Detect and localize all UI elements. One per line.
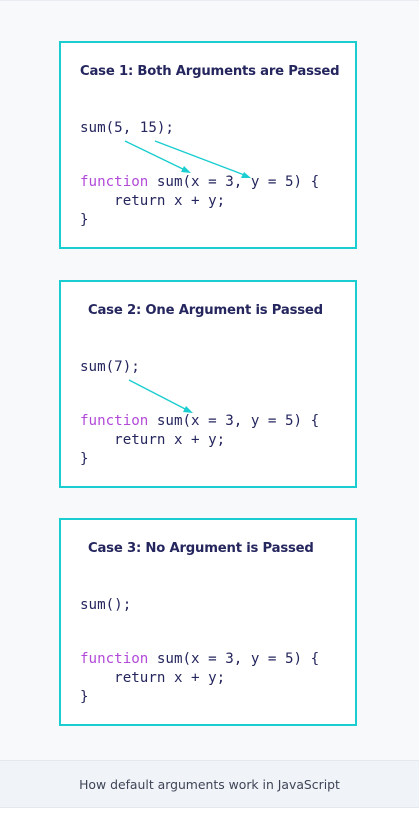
function-keyword: function [80,174,149,190]
case-1-function-code: function sum(x = 3, y = 5) { return x + … [80,173,319,230]
function-body: return x + y; [80,670,226,686]
case-3-box: Case 3: No Argument is Passed sum(); fun… [59,518,357,726]
case-2-call-code: sum(7); [80,359,140,375]
case-1-call-code: sum(5, 15); [80,120,174,136]
function-keyword: function [80,651,149,667]
case-2-function-code: function sum(x = 3, y = 5) { return x + … [80,412,319,469]
case-3-title: Case 3: No Argument is Passed [88,541,314,556]
function-signature: sum(x = 3, y = 5) { [148,174,320,190]
arrow-15-to-y [154,140,248,177]
function-body: return x + y; [80,193,226,209]
arrow-5-to-x [124,140,188,172]
function-close-brace: } [80,689,89,705]
function-close-brace: } [80,212,89,228]
case-1-box: Case 1: Both Arguments are Passed sum(5,… [59,41,357,249]
function-body: return x + y; [80,432,226,448]
case-1-title: Case 1: Both Arguments are Passed [80,64,340,79]
diagram-area: Case 1: Both Arguments are Passed sum(5,… [0,0,419,726]
case-3-call-code: sum(); [80,597,132,613]
function-signature: sum(x = 3, y = 5) { [148,651,320,667]
function-signature: sum(x = 3, y = 5) { [148,413,320,429]
figure-caption: How default arguments work in JavaScript [79,776,340,792]
case-2-title: Case 2: One Argument is Passed [88,303,323,318]
case-2-box: Case 2: One Argument is Passed sum(7); f… [59,280,357,488]
arrow-5-to-x-head [181,166,191,173]
function-close-brace: } [80,451,89,467]
function-keyword: function [80,413,149,429]
arrow-7-to-x [128,379,190,412]
case-3-function-code: function sum(x = 3, y = 5) { return x + … [80,650,319,707]
caption-bar: How default arguments work in JavaScript [0,760,419,808]
